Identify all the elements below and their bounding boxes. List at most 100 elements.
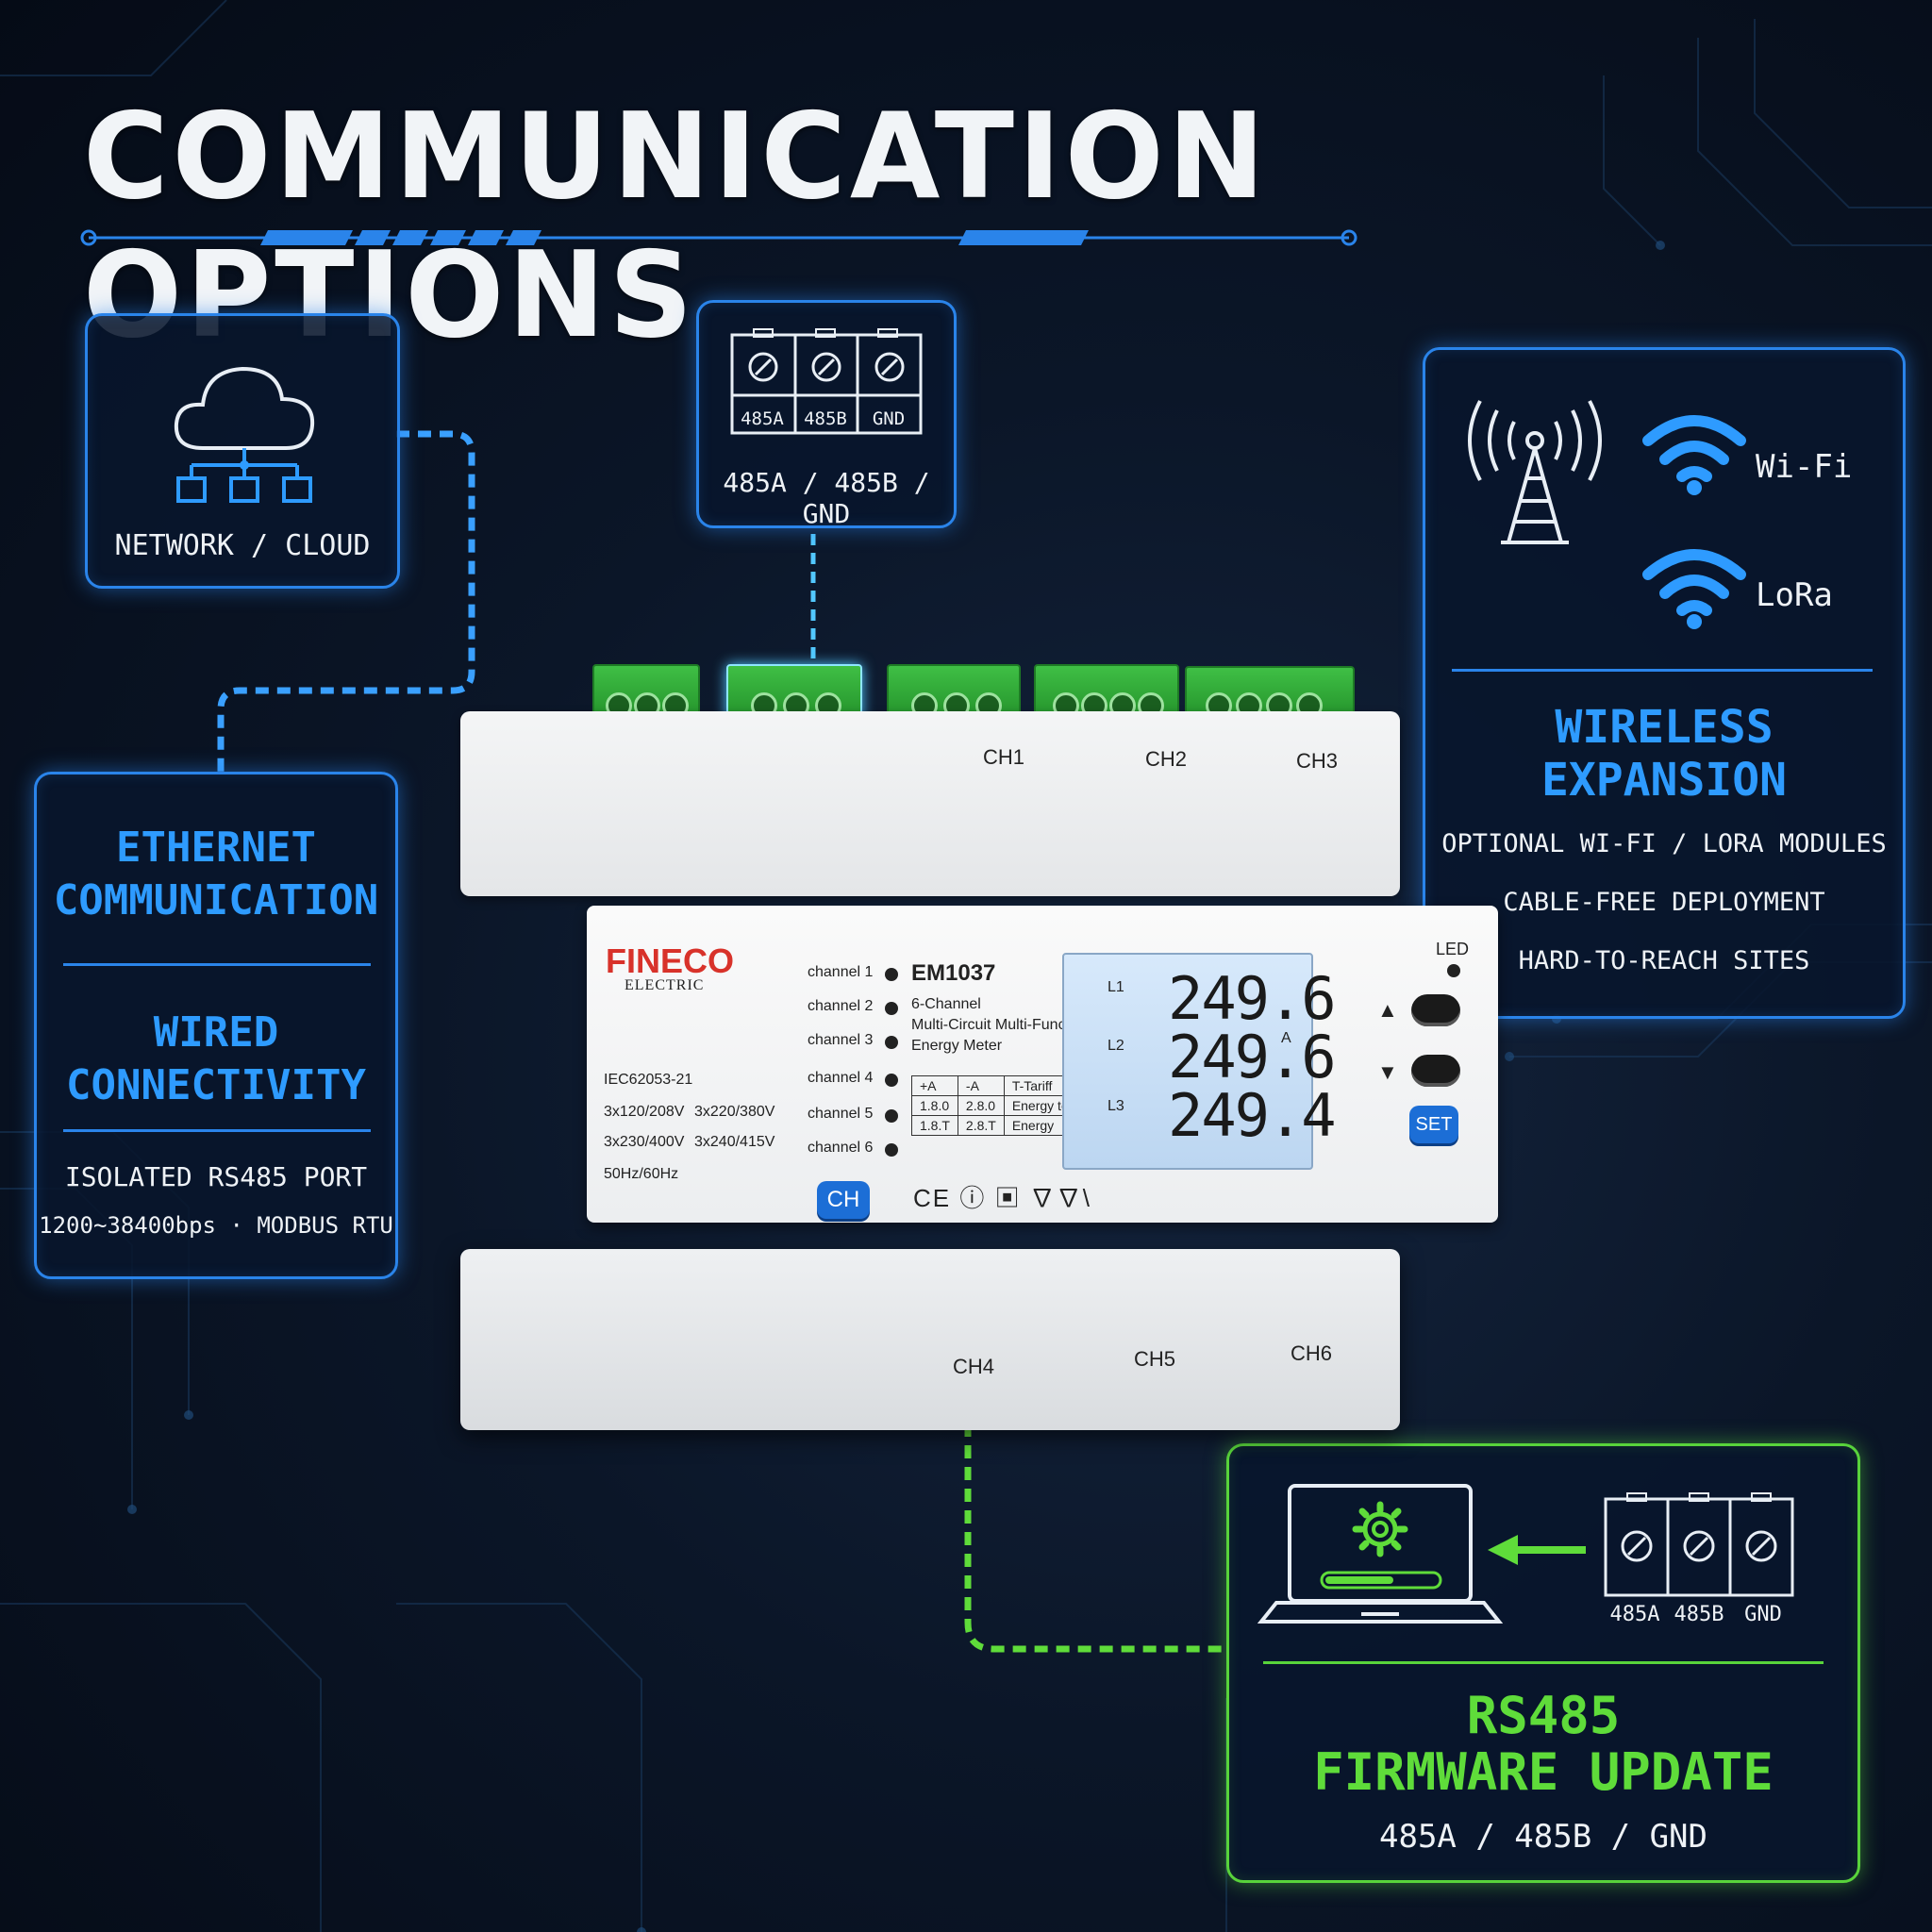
certification-marks: CE ⓘ ▣ ∇∇\ xyxy=(913,1184,1092,1212)
channel-label: CH1 xyxy=(983,745,1025,769)
energy-meter: CH1 CH2 CH3 CH4 CH5 CH6 FINECO ELECTRIC … xyxy=(460,664,1498,1430)
divider xyxy=(1263,1661,1824,1664)
lora-label: LoRa xyxy=(1756,576,1833,614)
led-label: LED xyxy=(1436,940,1470,958)
ch-button[interactable]: CH xyxy=(817,1181,870,1219)
channel-indicator-label: channel 5 xyxy=(808,1106,874,1122)
channel-led xyxy=(885,1074,898,1087)
terminal-block-icon xyxy=(1604,1492,1794,1597)
voltage-label: 3x240/415V xyxy=(694,1134,775,1150)
standard-label: IEC62053-21 xyxy=(604,1072,693,1088)
channel-label: CH4 xyxy=(953,1355,995,1378)
channel-led xyxy=(885,1143,898,1157)
ethernet-heading: ETHERNET xyxy=(116,824,316,872)
brand-subtitle: ELECTRIC xyxy=(625,977,705,993)
meter-upper-housing xyxy=(460,711,1400,896)
voltage-label: 3x120/208V xyxy=(604,1104,685,1120)
terminal-pin-label: 485A xyxy=(1609,1603,1660,1626)
channel-indicator-label: channel 6 xyxy=(808,1140,874,1156)
table-cell: -A xyxy=(957,1075,1005,1096)
channel-label: CH3 xyxy=(1296,749,1339,773)
network-cloud-label: NETWORK / CLOUD xyxy=(114,529,371,562)
meter-lower-housing xyxy=(460,1249,1400,1430)
lcd-reading: 249.6 xyxy=(1168,1023,1337,1091)
gear-icon xyxy=(1352,1501,1408,1557)
terminal-pin-label: 485A xyxy=(741,408,784,429)
cloud-network-icon xyxy=(174,366,315,503)
down-button[interactable] xyxy=(1411,1055,1460,1087)
lora-icon xyxy=(1642,549,1746,629)
wireless-line: CABLE-FREE DEPLOYMENT xyxy=(1503,888,1825,917)
wireless-heading: EXPANSION xyxy=(1541,754,1788,807)
wired-heading: CONNECTIVITY xyxy=(66,1061,366,1109)
progress-bar xyxy=(1320,1571,1442,1590)
wired-heading: WIRED xyxy=(153,1008,279,1057)
brand-logo: FINECO xyxy=(606,941,735,980)
ethernet-line: ISOLATED RS485 PORT xyxy=(64,1161,368,1192)
divider xyxy=(1452,669,1873,672)
table-cell: +A xyxy=(911,1075,958,1096)
up-arrow-icon: ▲ xyxy=(1377,998,1398,1022)
channel-led xyxy=(885,1036,898,1049)
status-led xyxy=(1447,964,1460,977)
lcd-phase-label: L1 xyxy=(1108,979,1124,995)
model-label: EM1037 xyxy=(911,960,996,986)
channel-led xyxy=(885,1002,898,1015)
down-arrow-icon: ▼ xyxy=(1377,1060,1398,1084)
laptop-icon xyxy=(1257,1484,1503,1624)
firmware-heading: RS485 xyxy=(1466,1686,1621,1745)
terminal-pin-label: 485B xyxy=(1674,1603,1724,1626)
terminal-block-icon xyxy=(730,328,923,435)
voltage-label: 3x230/400V xyxy=(604,1134,685,1150)
table-cell: 1.8.T xyxy=(911,1115,958,1136)
table-cell: 1.8.0 xyxy=(911,1095,958,1116)
model-description: 6-Channel xyxy=(911,996,981,1012)
arrow-left-icon xyxy=(1488,1535,1586,1565)
lcd-reading: 249.4 xyxy=(1168,1081,1337,1150)
voltage-label: 3x220/380V xyxy=(694,1104,775,1120)
terminal-pin-label: GND xyxy=(872,408,906,429)
table-cell: 2.8.T xyxy=(957,1115,1005,1136)
model-description: Multi-Circuit Multi-Function xyxy=(911,1017,1091,1033)
rs485-terminal-panel: 485A 485B GND 485A / 485B / GND xyxy=(696,300,957,529)
channel-label: CH2 xyxy=(1145,747,1188,771)
wireless-heading: WIRELESS xyxy=(1555,701,1774,754)
meter-front-panel: FINECO ELECTRIC IEC62053-21 3x120/208V 3… xyxy=(587,906,1498,1223)
ethernet-heading: COMMUNICATION xyxy=(53,876,379,924)
channel-indicator-label: channel 2 xyxy=(808,998,874,1014)
firmware-heading: FIRMWARE UPDATE xyxy=(1313,1742,1774,1802)
firmware-caption: 485A / 485B / GND xyxy=(1379,1818,1707,1856)
lcd-unit: A xyxy=(1281,1030,1291,1046)
network-cloud-panel: NETWORK / CLOUD xyxy=(85,313,400,589)
firmware-panel: 485A 485B GND RS485 FIRMWARE UPDATE 485A… xyxy=(1226,1443,1860,1883)
ethernet-line: 1200~38400bps · MODBUS RTU xyxy=(39,1212,393,1239)
title-underline xyxy=(80,229,1357,246)
divider xyxy=(63,963,371,966)
wireless-line: HARD-TO-REACH SITES xyxy=(1518,946,1810,975)
channel-led xyxy=(885,1109,898,1123)
lcd-phase-label: L3 xyxy=(1108,1098,1124,1114)
channel-indicator-label: channel 4 xyxy=(808,1070,874,1086)
table-cell: 2.8.0 xyxy=(957,1095,1005,1116)
terminal-pin-label: GND xyxy=(1744,1603,1782,1626)
frequency-label: 50Hz/60Hz xyxy=(604,1166,679,1182)
channel-led xyxy=(885,968,898,981)
wifi-icon xyxy=(1642,415,1746,495)
channel-label: CH6 xyxy=(1291,1341,1333,1365)
antenna-tower-icon xyxy=(1468,400,1602,544)
model-description: Energy Meter xyxy=(911,1038,1003,1054)
channel-indicator-label: channel 3 xyxy=(808,1032,874,1048)
lcd-display: L1 L2 L3 249.6 249.6 249.4 A xyxy=(1062,953,1337,1170)
divider xyxy=(63,1129,371,1132)
set-button[interactable]: SET xyxy=(1409,1106,1458,1143)
ethernet-panel: ETHERNET COMMUNICATION WIRED CONNECTIVIT… xyxy=(34,772,398,1279)
channel-label: CH5 xyxy=(1134,1347,1176,1371)
lcd-phase-label: L2 xyxy=(1108,1038,1124,1054)
up-button[interactable] xyxy=(1411,994,1460,1026)
terminal-caption: 485A / 485B / GND xyxy=(723,467,930,529)
channel-indicator-label: channel 1 xyxy=(808,964,874,980)
wireless-panel: Wi-Fi LoRa WIRELESS EXPANSION OPTIONAL W… xyxy=(1423,347,1906,1019)
lcd-reading: 249.6 xyxy=(1168,964,1337,1033)
wifi-label: Wi-Fi xyxy=(1756,448,1853,486)
terminal-pin-label: 485B xyxy=(804,408,847,429)
